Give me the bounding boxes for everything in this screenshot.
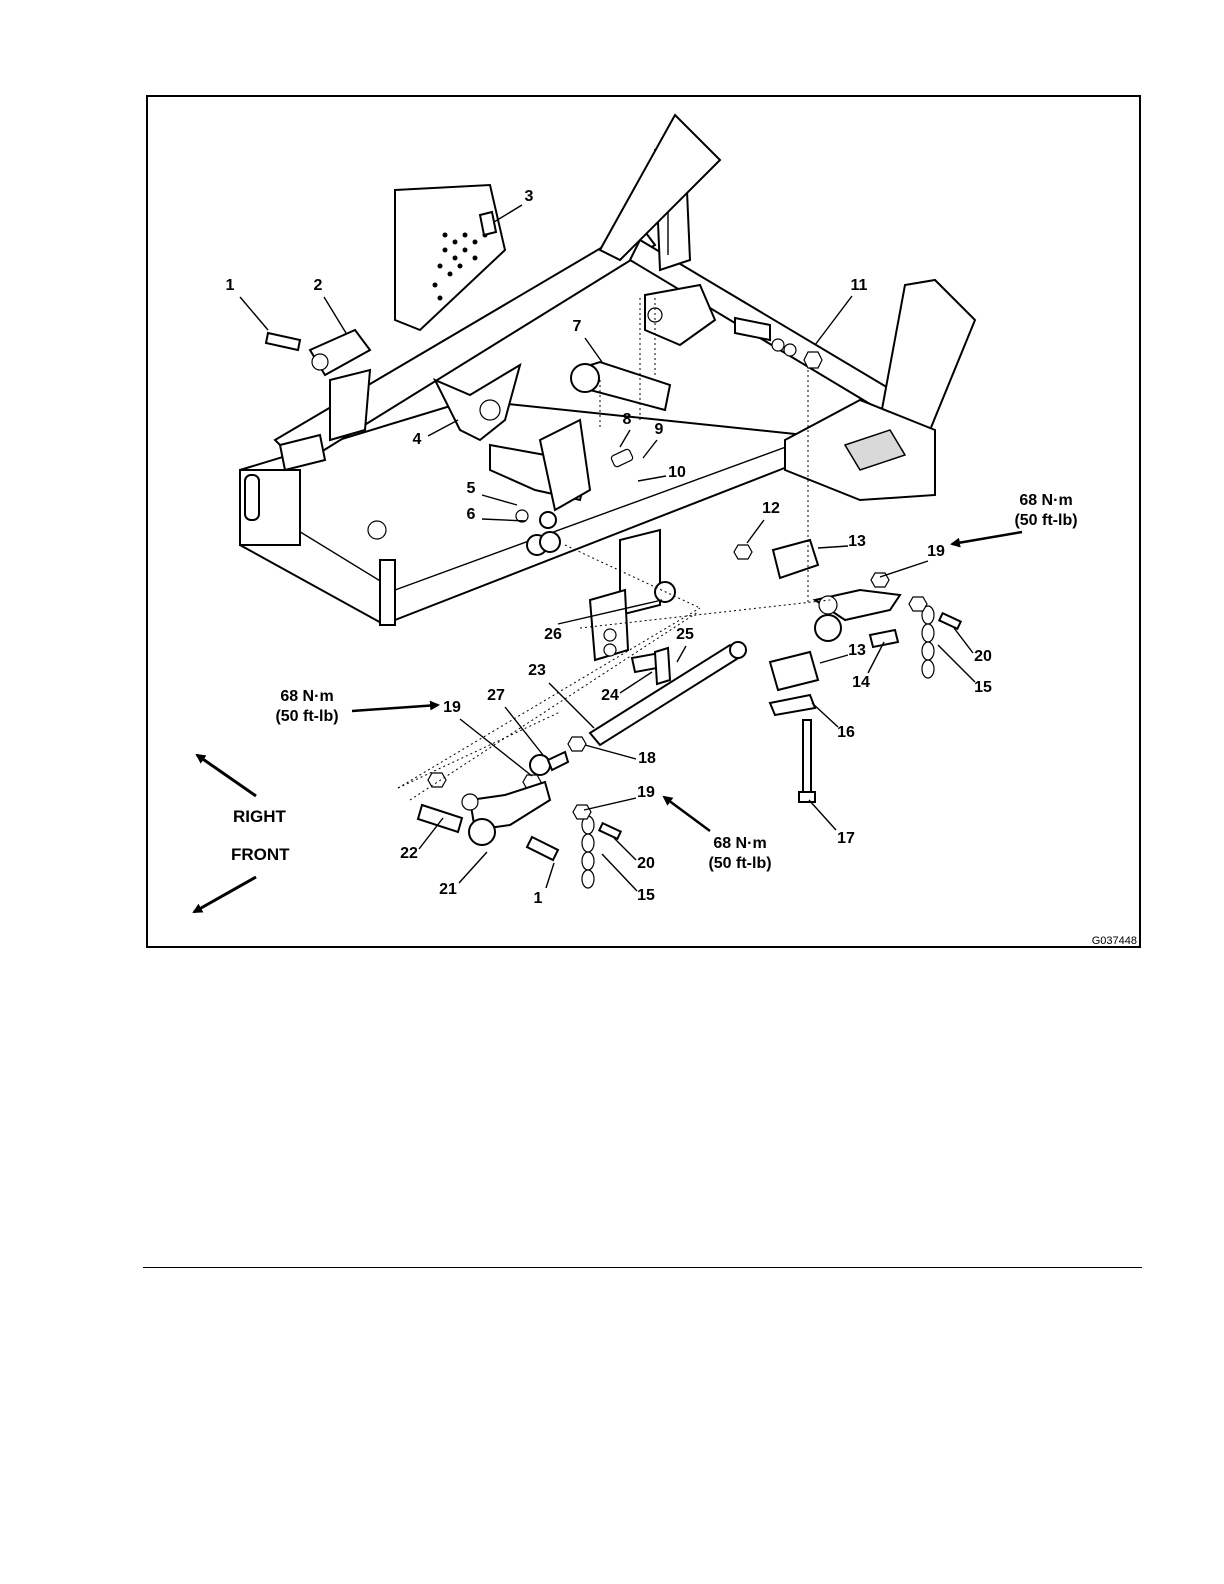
callout-leader bbox=[815, 296, 852, 345]
callout-20: 20 bbox=[637, 855, 655, 872]
callout-leader bbox=[549, 683, 594, 728]
callout-leader bbox=[505, 707, 543, 755]
callout-10: 10 bbox=[668, 464, 686, 481]
callout-19: 19 bbox=[927, 543, 945, 560]
callout-6: 6 bbox=[467, 506, 476, 523]
callout-17: 17 bbox=[837, 830, 855, 847]
callout-leader bbox=[820, 655, 848, 663]
callout-leader bbox=[585, 338, 602, 362]
callout-15: 15 bbox=[974, 679, 992, 696]
callout-15: 15 bbox=[637, 887, 655, 904]
callout-27: 27 bbox=[487, 687, 505, 704]
callout-1: 1 bbox=[226, 277, 235, 294]
callout-9: 9 bbox=[655, 421, 664, 438]
callout-19: 19 bbox=[637, 784, 655, 801]
callout-leader bbox=[747, 520, 764, 543]
callout-19: 19 bbox=[443, 699, 461, 716]
callout-21: 21 bbox=[439, 881, 457, 898]
front-label: FRONT bbox=[231, 845, 290, 864]
callout-leader bbox=[324, 297, 346, 333]
torque-value-nm: 68 N·m bbox=[280, 688, 333, 705]
torque-value-nm: 68 N·m bbox=[713, 835, 766, 852]
torque-value-ftlb: (50 ft-lb) bbox=[1014, 512, 1077, 529]
callout-leader bbox=[494, 205, 522, 222]
callout-3: 3 bbox=[525, 188, 534, 205]
right-arrow-icon bbox=[197, 755, 256, 796]
torque-value-ftlb: (50 ft-lb) bbox=[708, 855, 771, 872]
callout-13: 13 bbox=[848, 533, 866, 550]
right-label: RIGHT bbox=[233, 807, 287, 826]
callout-4: 4 bbox=[413, 431, 422, 448]
callout-20: 20 bbox=[974, 648, 992, 665]
callout-leader bbox=[812, 703, 838, 727]
callout-leader bbox=[938, 645, 975, 682]
callout-13: 13 bbox=[848, 642, 866, 659]
callout-11: 11 bbox=[851, 277, 868, 294]
torque-arrow-icon bbox=[664, 797, 710, 831]
callout-leader bbox=[546, 863, 554, 888]
footer-rule bbox=[143, 1267, 1142, 1268]
callout-leader bbox=[677, 646, 686, 662]
callout-leader bbox=[818, 546, 848, 548]
callout-leader bbox=[620, 672, 652, 693]
callout-16: 16 bbox=[837, 724, 855, 741]
callout-leader bbox=[602, 854, 637, 891]
callout-12: 12 bbox=[762, 500, 780, 517]
torque-arrow-icon bbox=[952, 532, 1022, 544]
callout-26: 26 bbox=[544, 626, 562, 643]
callout-24: 24 bbox=[601, 687, 619, 704]
callout-25: 25 bbox=[676, 626, 694, 643]
torque-value-ftlb: (50 ft-lb) bbox=[275, 708, 338, 725]
callout-7: 7 bbox=[573, 318, 582, 335]
callout-leader bbox=[459, 852, 487, 883]
callout-leader bbox=[584, 798, 636, 810]
callout-leader bbox=[614, 838, 636, 860]
front-arrow-icon bbox=[194, 877, 256, 912]
callout-leader bbox=[240, 297, 268, 330]
callout-2: 2 bbox=[314, 277, 323, 294]
callout-8: 8 bbox=[623, 411, 632, 428]
callout-22: 22 bbox=[400, 845, 418, 862]
direction-indicator: RIGHT FRONT bbox=[194, 755, 290, 912]
callout-leader bbox=[809, 800, 836, 830]
callout-leader bbox=[954, 628, 973, 653]
callout-leader bbox=[880, 561, 928, 577]
callout-23: 23 bbox=[528, 662, 546, 679]
callout-18: 18 bbox=[638, 750, 656, 767]
callout-leader bbox=[585, 745, 636, 759]
figure-id: G037448 bbox=[1092, 935, 1137, 947]
callout-5: 5 bbox=[467, 480, 476, 497]
callout-1: 1 bbox=[534, 890, 543, 907]
torque-arrow-icon bbox=[352, 705, 438, 711]
callout-14: 14 bbox=[852, 674, 870, 691]
torque-value-nm: 68 N·m bbox=[1019, 492, 1072, 509]
